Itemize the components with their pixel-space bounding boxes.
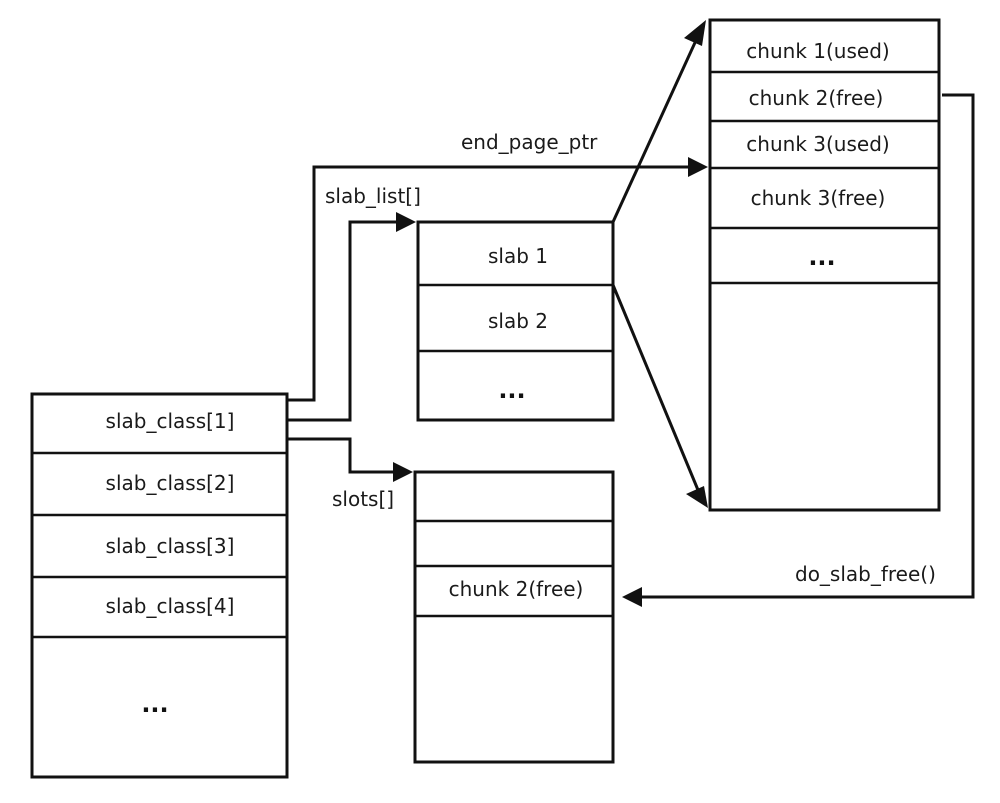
chunk-table: chunk 1(used) chunk 2(free) chunk 3(used… [708, 18, 941, 512]
do-slab-free-label: do_slab_free() [795, 562, 936, 586]
slots-arrow [287, 437, 413, 482]
slab-2-label: slab 2 [488, 309, 548, 333]
slab-2-to-chunks-arrow [611, 284, 708, 508]
slab-class-4-label: slab_class[4] [106, 594, 235, 618]
slots-label: slots[] [332, 487, 394, 511]
slab-list-more-ellipsis: ... [498, 376, 525, 404]
chunk-1-used-label: chunk 1(used) [746, 39, 889, 63]
slab-list-arrow [287, 212, 416, 422]
end-page-ptr-label: end_page_ptr [461, 130, 598, 154]
do-slab-free-arrowhead [622, 587, 642, 607]
chunk-3-free-label: chunk 3(free) [751, 186, 886, 210]
chunk-2-free-label: chunk 2(free) [749, 86, 884, 110]
end-page-ptr-arrow: end_page_ptr [287, 130, 708, 402]
end-page-ptr-arrowhead [688, 157, 708, 177]
slab-class-3-label: slab_class[3] [106, 534, 235, 558]
chunk-3-used-label: chunk 3(used) [746, 132, 889, 156]
do-slab-free-arrow: do_slab_free() [622, 93, 975, 607]
slab-list-label: slab_list[] [325, 184, 421, 208]
slab-1-to-chunks-arrow [611, 20, 706, 223]
slab-2-arrowhead [686, 486, 708, 508]
chunk-more-ellipsis: ... [808, 243, 835, 271]
slab-class-1-label: slab_class[1] [106, 409, 235, 433]
slab-class-table: slab_class[1] slab_class[2] slab_class[3… [30, 392, 289, 779]
slots-table: chunk 2(free) [413, 470, 615, 764]
slots-arrowhead [393, 462, 413, 482]
slab-list-table: slab 1 slab 2 ... [416, 220, 615, 422]
slab-1-label: slab 1 [488, 244, 548, 268]
slab-class-2-label: slab_class[2] [106, 471, 235, 495]
slab-class-more-ellipsis: ... [141, 690, 168, 718]
slots-chunk-2-free-label: chunk 2(free) [449, 577, 584, 601]
slab-list-arrowhead [396, 212, 416, 232]
slab-1-arrowhead [684, 20, 706, 46]
